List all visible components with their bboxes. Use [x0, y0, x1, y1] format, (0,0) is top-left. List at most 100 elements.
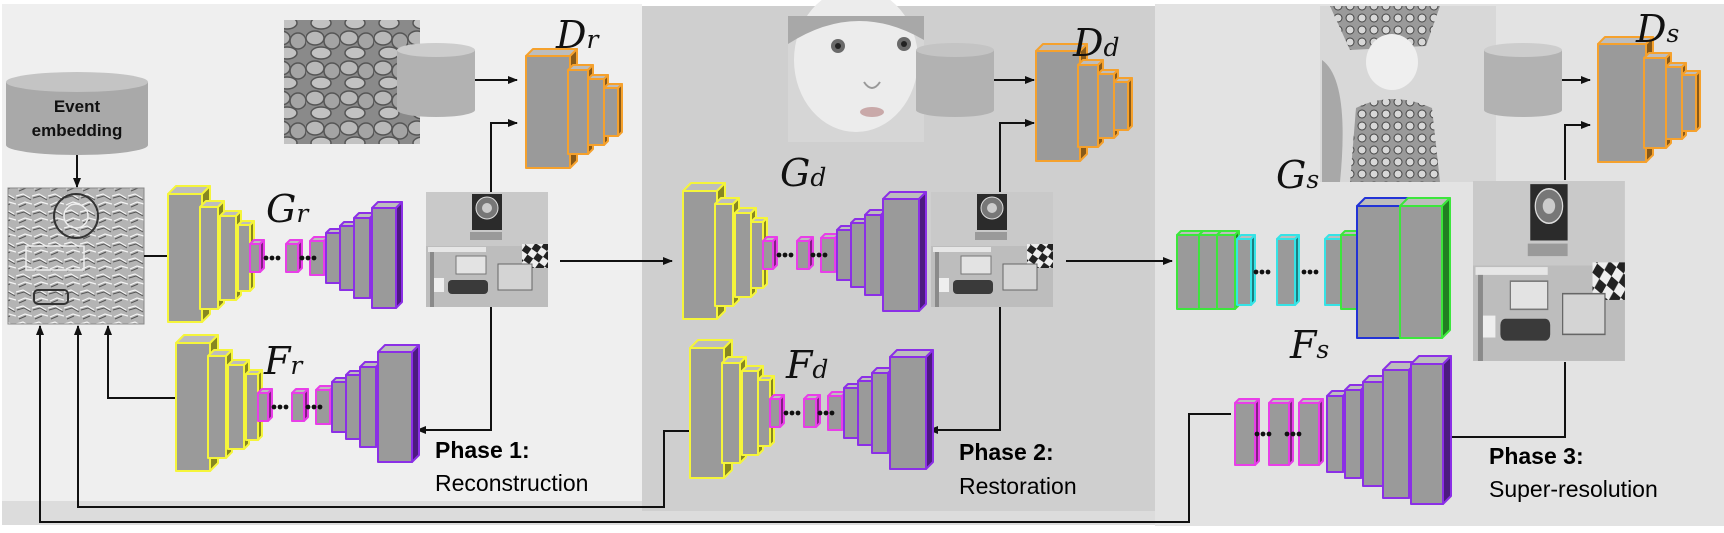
Gd-layer [882, 191, 927, 312]
Fd-ellipsis [817, 410, 823, 416]
Gd-ellipsis [788, 252, 794, 258]
face-image [788, 0, 924, 142]
Dd-layer [1113, 77, 1133, 131]
Gs-layer [1236, 234, 1256, 306]
portrait-image [1320, 6, 1496, 182]
Fd-ellipsis [829, 410, 835, 416]
Fs-layer [1268, 398, 1294, 466]
Gd-ellipsis [776, 252, 782, 258]
Gs-ellipsis [1253, 269, 1259, 275]
Fr-ellipsis [277, 404, 283, 410]
Gr-ellipsis [305, 255, 311, 261]
phase1-number: Phase 1: [435, 437, 530, 463]
arrow-output3-to-Fs [1423, 362, 1566, 441]
Gs-ellipsis [1313, 269, 1319, 275]
Gr-ellipsis [269, 255, 275, 261]
Gr-ellipsis [263, 255, 269, 261]
arrow-Fs-to-events [36, 325, 1231, 523]
Gd-ellipsis [822, 252, 828, 258]
Fd-layer [803, 394, 821, 428]
Fs-ellipsis [1284, 431, 1290, 437]
Fs-ellipsis [1260, 431, 1266, 437]
Gs-layer [1276, 234, 1300, 306]
Gs-ellipsis [1307, 269, 1313, 275]
database-icon [1484, 43, 1562, 117]
event-frame-image [7, 187, 145, 325]
output-image-phase2 [930, 191, 1054, 308]
Gs-ellipsis [1265, 269, 1271, 275]
Fr-ellipsis [311, 404, 317, 410]
label-Fd: Fd [785, 343, 828, 387]
Gr-ellipsis [275, 255, 281, 261]
Gr-layer [371, 201, 403, 309]
network-layers [167, 36, 1701, 505]
Fd-ellipsis [789, 410, 795, 416]
label-Ds: Ds [1635, 7, 1679, 51]
phase3-name: Super-resolution [1489, 476, 1658, 502]
Fr-layer [257, 388, 273, 422]
Gr-ellipsis [299, 255, 305, 261]
Fr-ellipsis [283, 404, 289, 410]
Gd-ellipsis [810, 252, 816, 258]
Gs-layer [1399, 197, 1451, 339]
database-icon [916, 43, 994, 117]
Gd-ellipsis [782, 252, 788, 258]
Gr-layer [285, 239, 303, 273]
phase2-number: Phase 2: [959, 439, 1054, 465]
Fr-ellipsis [271, 404, 277, 410]
phase2-name: Restoration [959, 473, 1077, 499]
Gs-ellipsis [1259, 269, 1265, 275]
phase1-name: Reconstruction [435, 470, 588, 496]
Gs-layer [1216, 230, 1240, 310]
Fd-ellipsis [795, 410, 801, 416]
label-Gd: Gd [780, 151, 826, 195]
label-Gs: Gs [1276, 153, 1319, 197]
arrow-output1-to-Fr [416, 306, 492, 434]
database-icon [397, 43, 475, 117]
Gs-ellipsis [1301, 269, 1307, 275]
Gd-ellipsis [816, 252, 822, 258]
Fs-ellipsis [1254, 431, 1260, 437]
Fd-ellipsis [823, 410, 829, 416]
Fr-layer [291, 388, 309, 422]
arrow-output2-to-Fd [928, 306, 1001, 434]
Fs-ellipsis [1296, 431, 1302, 437]
phase3-number: Phase 3: [1489, 443, 1584, 469]
Fr-layer [377, 344, 420, 463]
Fs-layer [1410, 355, 1452, 505]
Fs-ellipsis [1290, 431, 1296, 437]
Dr-layer [603, 83, 623, 137]
Fs-ellipsis [1266, 431, 1272, 437]
Gr-ellipsis [311, 255, 317, 261]
arrow-output2-to-Dd [999, 119, 1035, 192]
label-Fr: Fr [263, 339, 304, 383]
Ds-layer [1643, 52, 1672, 149]
label-Fs: Fs [1289, 323, 1329, 367]
Fr-layer [245, 369, 263, 441]
event-embedding-database: Event embedding [6, 72, 148, 155]
arrow-Fr-to-events [104, 325, 176, 399]
Gd-layer [762, 236, 778, 270]
Fd-ellipsis [783, 410, 789, 416]
event-embedding-label-line1: Event [54, 97, 101, 116]
arrow-Fd-to-events [74, 325, 720, 508]
Gr-layer [237, 220, 255, 292]
output-image-phase3 [1472, 180, 1626, 362]
label-Dr: Dr [555, 13, 600, 57]
event-embedding-label-line2: embedding [32, 121, 123, 140]
output-image-phase1 [425, 191, 549, 308]
Gr-layer [249, 239, 265, 273]
label-Dd: Dd [1072, 21, 1119, 65]
Fs-layer [1234, 398, 1260, 466]
Ds-layer [1681, 70, 1701, 132]
Fs-layer [1298, 398, 1324, 466]
arrow-output3-to-Ds [1564, 121, 1591, 180]
arrow-output1-to-Dr [490, 119, 518, 192]
Fd-layer [889, 349, 934, 470]
label-Gr: Gr [266, 187, 310, 231]
Gd-layer [796, 236, 814, 270]
Fd-layer [769, 394, 785, 428]
Fr-ellipsis [317, 404, 323, 410]
